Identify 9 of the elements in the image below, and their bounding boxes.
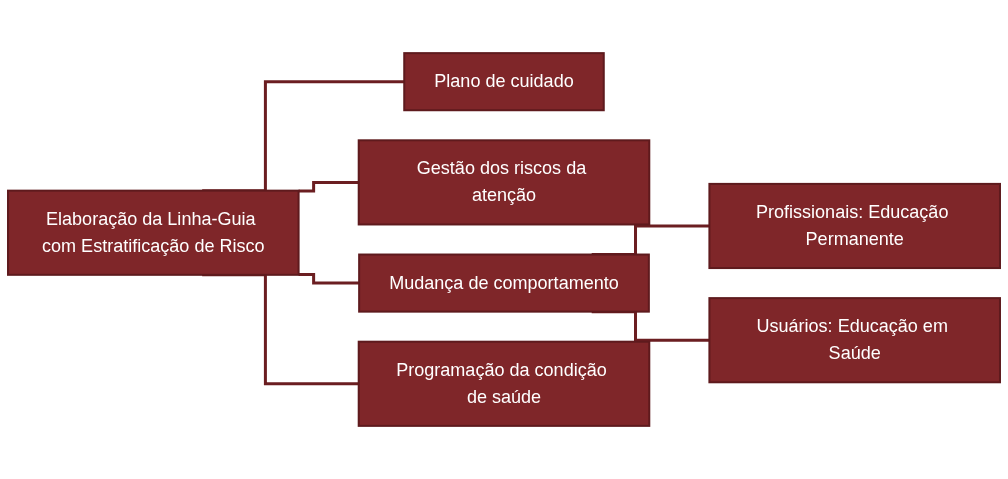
node-box: Plano de cuidado bbox=[403, 52, 605, 112]
node-box: Profissionais: Educação Permanente bbox=[708, 182, 1001, 270]
node-box: Mudança de comportamento bbox=[358, 253, 650, 313]
node-box: Gestão dos riscos da atenção bbox=[357, 139, 651, 226]
connector bbox=[298, 180, 359, 193]
node-box: Usuários: Educação em Saúde bbox=[708, 297, 1001, 384]
node-box: Elaboração da Linha-Guia com Estratificação de Risco bbox=[7, 189, 300, 276]
node-box: Programação da condição de saúde bbox=[357, 340, 651, 427]
connector bbox=[298, 272, 360, 285]
